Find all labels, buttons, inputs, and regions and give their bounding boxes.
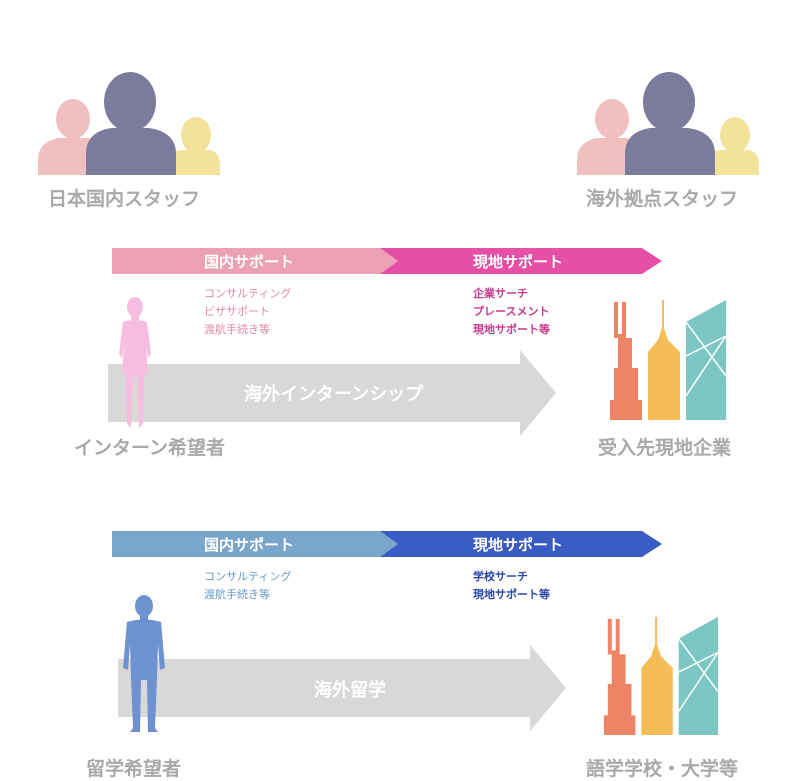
study-domestic-band-label: 国内サポート <box>204 536 295 554</box>
list-item: 現地サポート等 <box>473 588 550 601</box>
list-item: コンサルティング <box>204 570 292 583</box>
list-item: 企業サーチ <box>473 287 528 300</box>
school-destination-label: 語学学校・大学等 <box>586 758 739 780</box>
internship-main-arrow-label: 海外インターンシップ <box>244 384 424 405</box>
city-buildings-icon <box>610 300 727 420</box>
internship-support-band <box>112 248 662 274</box>
overseas-staff-label: 海外拠点スタッフ <box>586 188 739 210</box>
study-local-items: 学校サーチ 現地サポート等 <box>473 568 550 604</box>
man-silhouette-icon <box>123 595 165 732</box>
list-item: 学校サーチ <box>473 570 528 583</box>
study-domestic-items: コンサルティング 渡航手続き等 <box>204 568 291 604</box>
domestic-staff-label: 日本国内スタッフ <box>48 188 201 210</box>
host-company-label: 受入先現地企業 <box>598 437 732 459</box>
study-applicant-label: 留学希望者 <box>86 758 182 780</box>
study-local-band-label: 現地サポート <box>473 536 564 554</box>
internship-domestic-band-label: 国内サポート <box>204 253 295 271</box>
internship-domestic-items: コンサルティング ビザサポート 渡航手続き等 <box>204 285 291 339</box>
list-item: 現地サポート等 <box>473 323 550 336</box>
list-item: 渡航手続き等 <box>204 588 270 601</box>
city-buildings-icon <box>603 616 719 735</box>
domestic-staff-group-icon <box>38 72 220 175</box>
woman-silhouette-icon <box>119 297 151 428</box>
overseas-staff-group-icon <box>577 72 759 175</box>
list-item: ビザサポート <box>204 305 270 318</box>
internship-local-items: 企業サーチ プレースメント 現地サポート等 <box>473 285 550 339</box>
internship-local-band-label: 現地サポート <box>473 253 564 271</box>
list-item: 渡航手続き等 <box>204 323 270 336</box>
study-main-arrow <box>118 645 566 731</box>
list-item: プレースメント <box>473 305 550 318</box>
study-main-arrow-label: 海外留学 <box>314 680 386 701</box>
study-support-band <box>112 531 662 557</box>
list-item: コンサルティング <box>204 287 292 300</box>
internship-main-arrow <box>108 350 556 436</box>
intern-applicant-label: インターン希望者 <box>74 437 226 459</box>
